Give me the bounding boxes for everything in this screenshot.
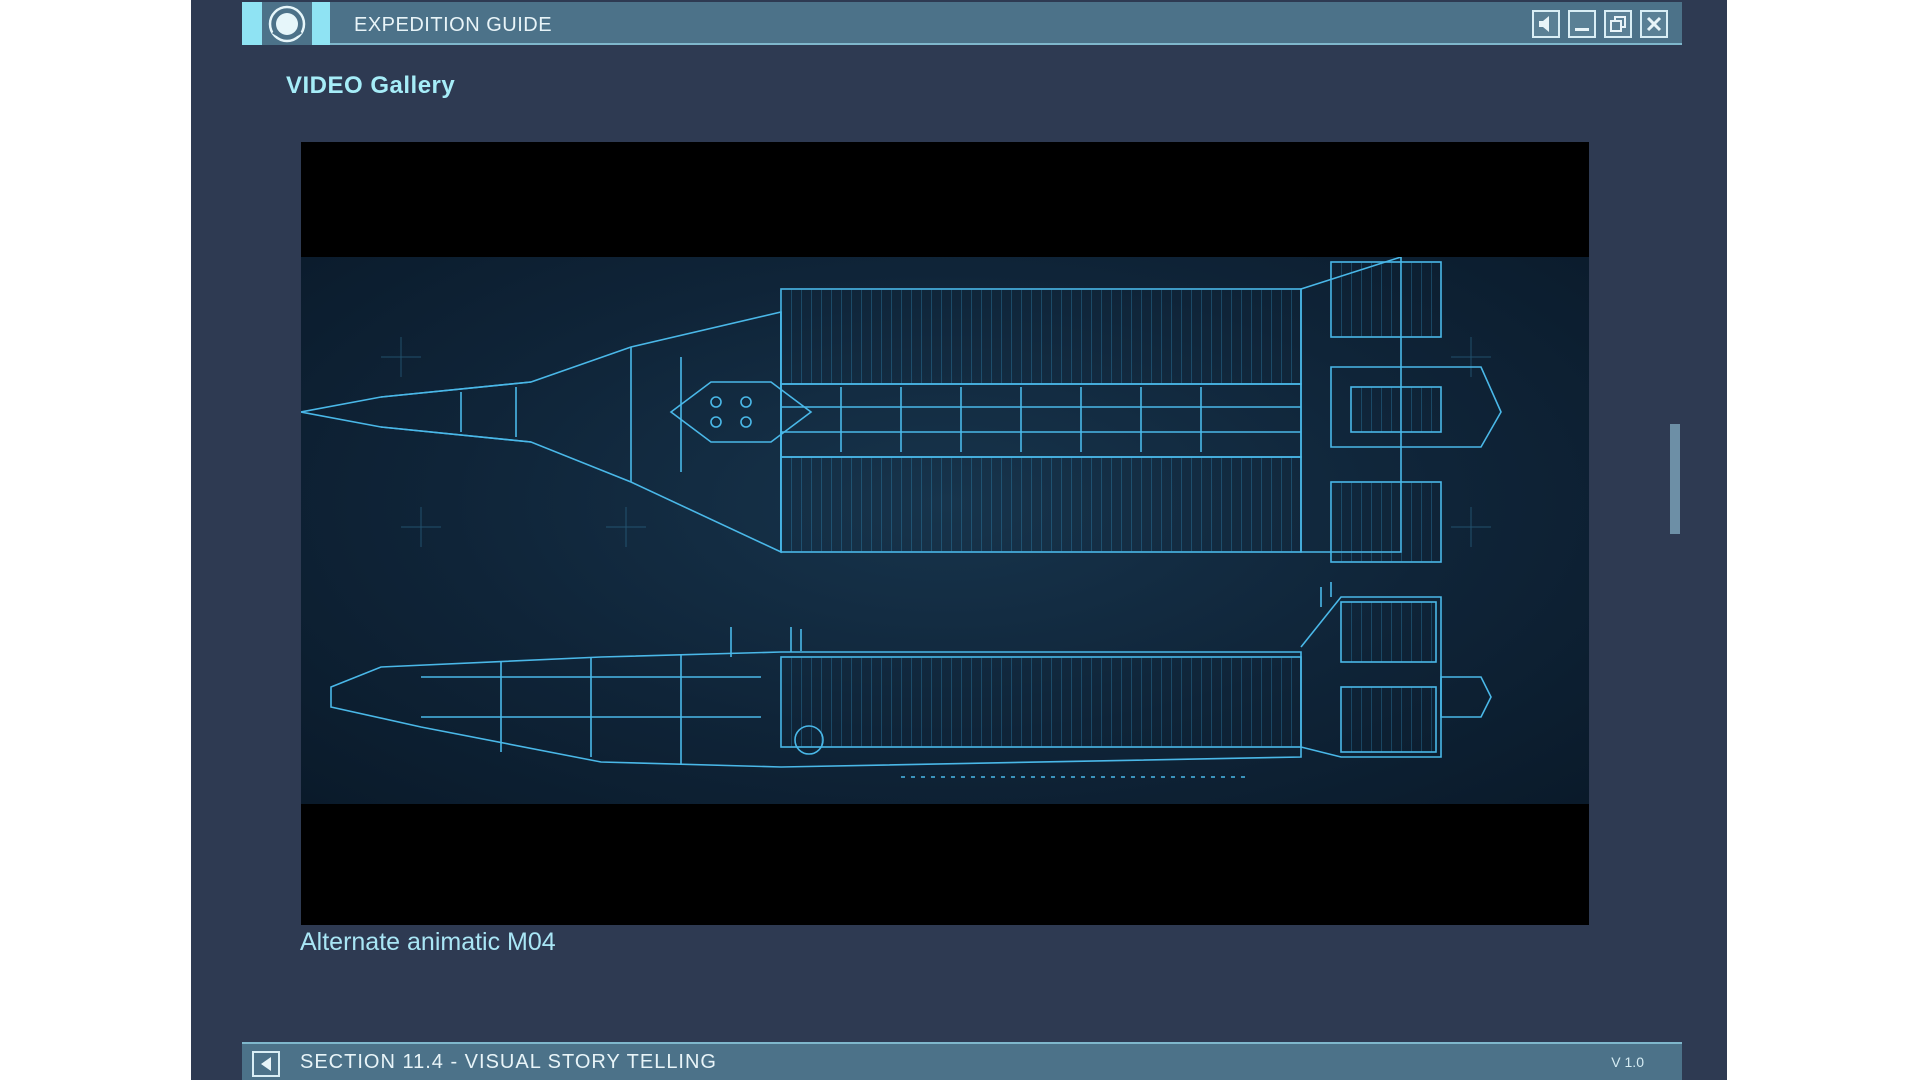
section-title: SECTION 11.4 - VISUAL STORY TELLING [300, 1051, 717, 1073]
page-title: VIDEO Gallery [286, 72, 456, 99]
app-title: EXPEDITION GUIDE [354, 14, 553, 36]
spaceship-blueprint-image [301, 255, 1502, 778]
title-bar-accent-left [242, 2, 262, 45]
sound-button[interactable] [1532, 10, 1560, 38]
window-controls [1532, 10, 1668, 38]
expedition-guide-window: EXPEDITION GUIDE [191, 0, 1727, 1080]
video-caption: Alternate animatic M04 [300, 928, 556, 956]
title-bar-accent-right [312, 2, 330, 45]
title-bar: EXPEDITION GUIDE [242, 2, 1682, 45]
restore-icon [1610, 16, 1626, 32]
footer-bar: SECTION 11.4 - VISUAL STORY TELLING V 1.… [242, 1042, 1682, 1080]
minimize-button[interactable] [1568, 10, 1596, 38]
close-button[interactable] [1640, 10, 1668, 38]
video-frame [301, 255, 1589, 804]
scrollbar-thumb[interactable] [1670, 424, 1680, 534]
video-player[interactable] [301, 142, 1589, 925]
restore-button[interactable] [1604, 10, 1632, 38]
back-arrow-icon [261, 1057, 271, 1071]
emblem-icon [262, 2, 312, 45]
minimize-icon [1575, 28, 1589, 31]
back-button[interactable] [252, 1051, 280, 1077]
version-label: V 1.0 [1611, 1054, 1644, 1070]
close-icon [1646, 16, 1662, 32]
speaker-icon [1539, 16, 1549, 32]
